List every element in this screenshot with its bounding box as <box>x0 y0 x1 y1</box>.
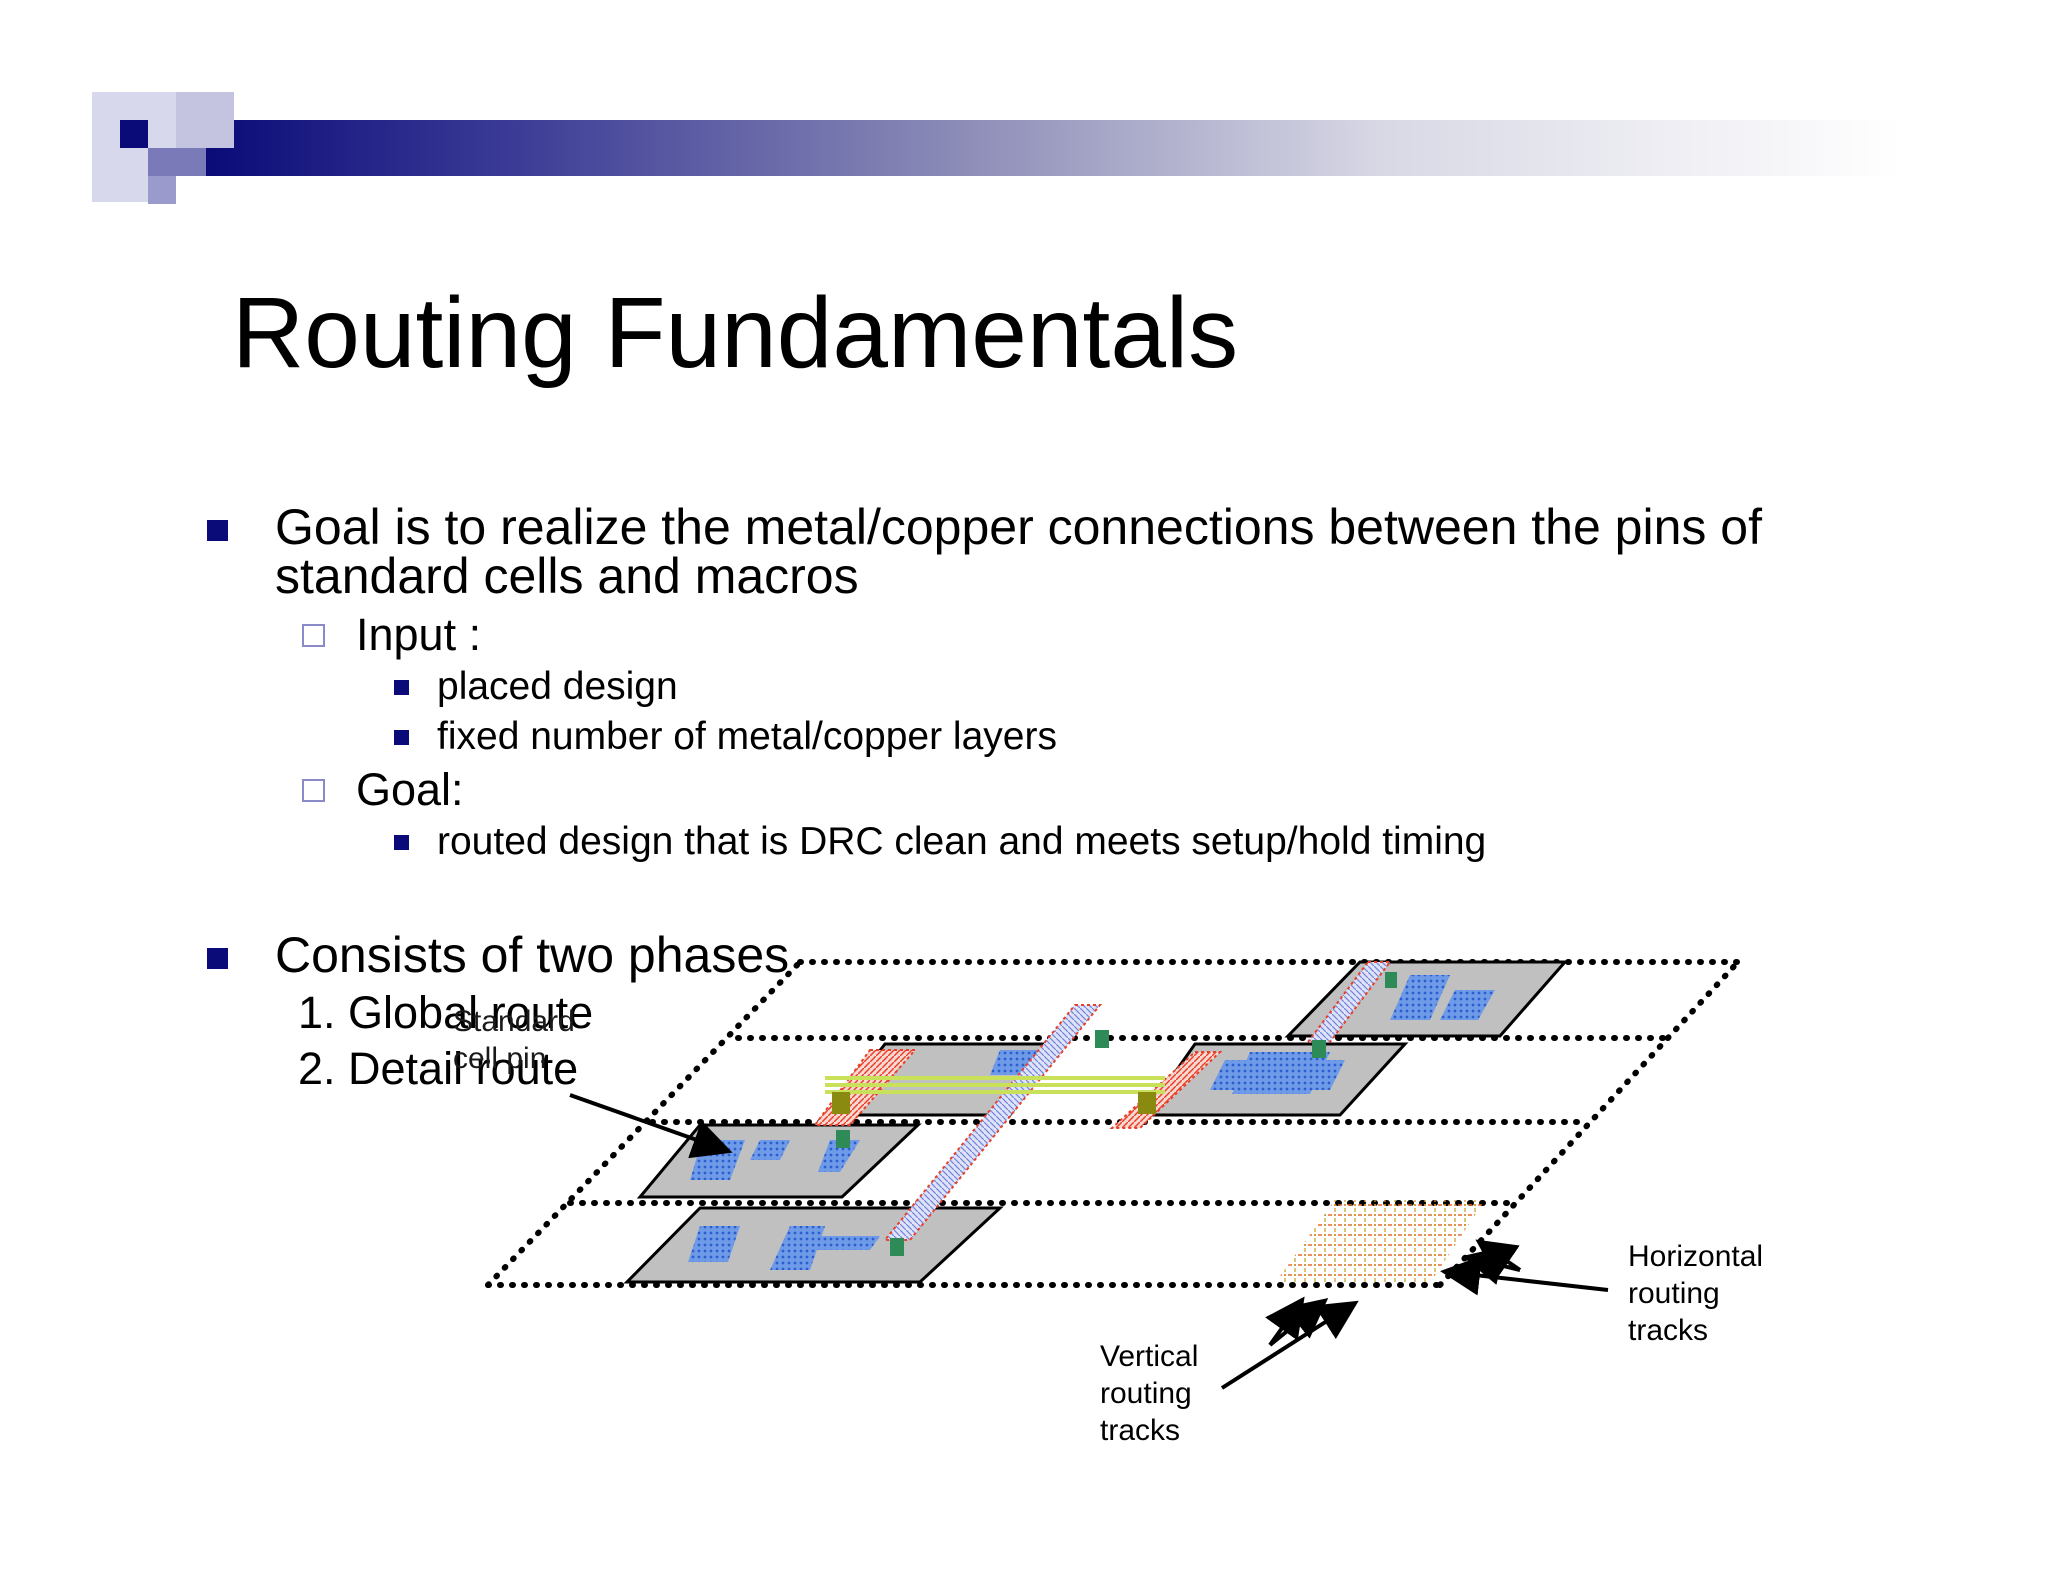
sub-bullet-label: Input : <box>356 609 482 660</box>
global-route-bus <box>825 1076 1165 1094</box>
bullet-marker <box>207 948 228 969</box>
vertical-tracks-label: Vertical routing tracks <box>1100 1338 1198 1449</box>
logo-square <box>176 92 234 148</box>
item-marker <box>394 730 409 745</box>
sub-bullet-marker <box>302 624 325 647</box>
label-line: Vertical <box>1100 1340 1199 1373</box>
routing-track-grid <box>1275 1200 1485 1283</box>
horizontal-tracks-label: Horizontal routing tracks <box>1628 1238 1763 1349</box>
label-line: cell pin <box>453 1042 547 1075</box>
item-marker <box>394 680 409 695</box>
bullet-text-line: standard cells and macros <box>275 548 859 604</box>
label-line: routing <box>1628 1277 1720 1310</box>
layer-boundary <box>485 959 1741 1288</box>
annotation-arrow <box>569 1093 1609 1390</box>
phase-item: 2. Detail route <box>298 1043 579 1094</box>
item-text: routed design that is DRC clean and meet… <box>437 820 1487 863</box>
slide-title: Routing Fundamentals <box>232 277 1239 389</box>
item-text: fixed number of metal/copper layers <box>437 715 1057 758</box>
label-line: tracks <box>1100 1414 1181 1447</box>
label-line: Standard <box>453 1005 575 1038</box>
bullet-marker <box>207 520 228 541</box>
sub-bullet-label: Goal: <box>356 764 464 815</box>
label-line: tracks <box>1628 1314 1709 1347</box>
sub-bullet-marker <box>302 779 325 802</box>
item-marker <box>394 835 409 850</box>
logo-square <box>120 120 148 148</box>
item-text: placed design <box>437 665 678 708</box>
via-stack <box>832 1092 1156 1114</box>
bullet-text-line: Goal is to realize the metal/copper conn… <box>275 499 1762 555</box>
via <box>836 972 1397 1256</box>
phase-item: 1. Global route <box>298 987 594 1038</box>
label-line: Horizontal <box>1628 1240 1764 1273</box>
bullet-text: Consists of two phases <box>275 927 790 983</box>
label-line: routing <box>1100 1377 1192 1410</box>
standard-cell-pin-label: Standard cell pin <box>453 1003 575 1077</box>
logo-square <box>148 176 176 204</box>
header-gradient-bar <box>200 120 1900 176</box>
logo-square <box>148 148 206 176</box>
